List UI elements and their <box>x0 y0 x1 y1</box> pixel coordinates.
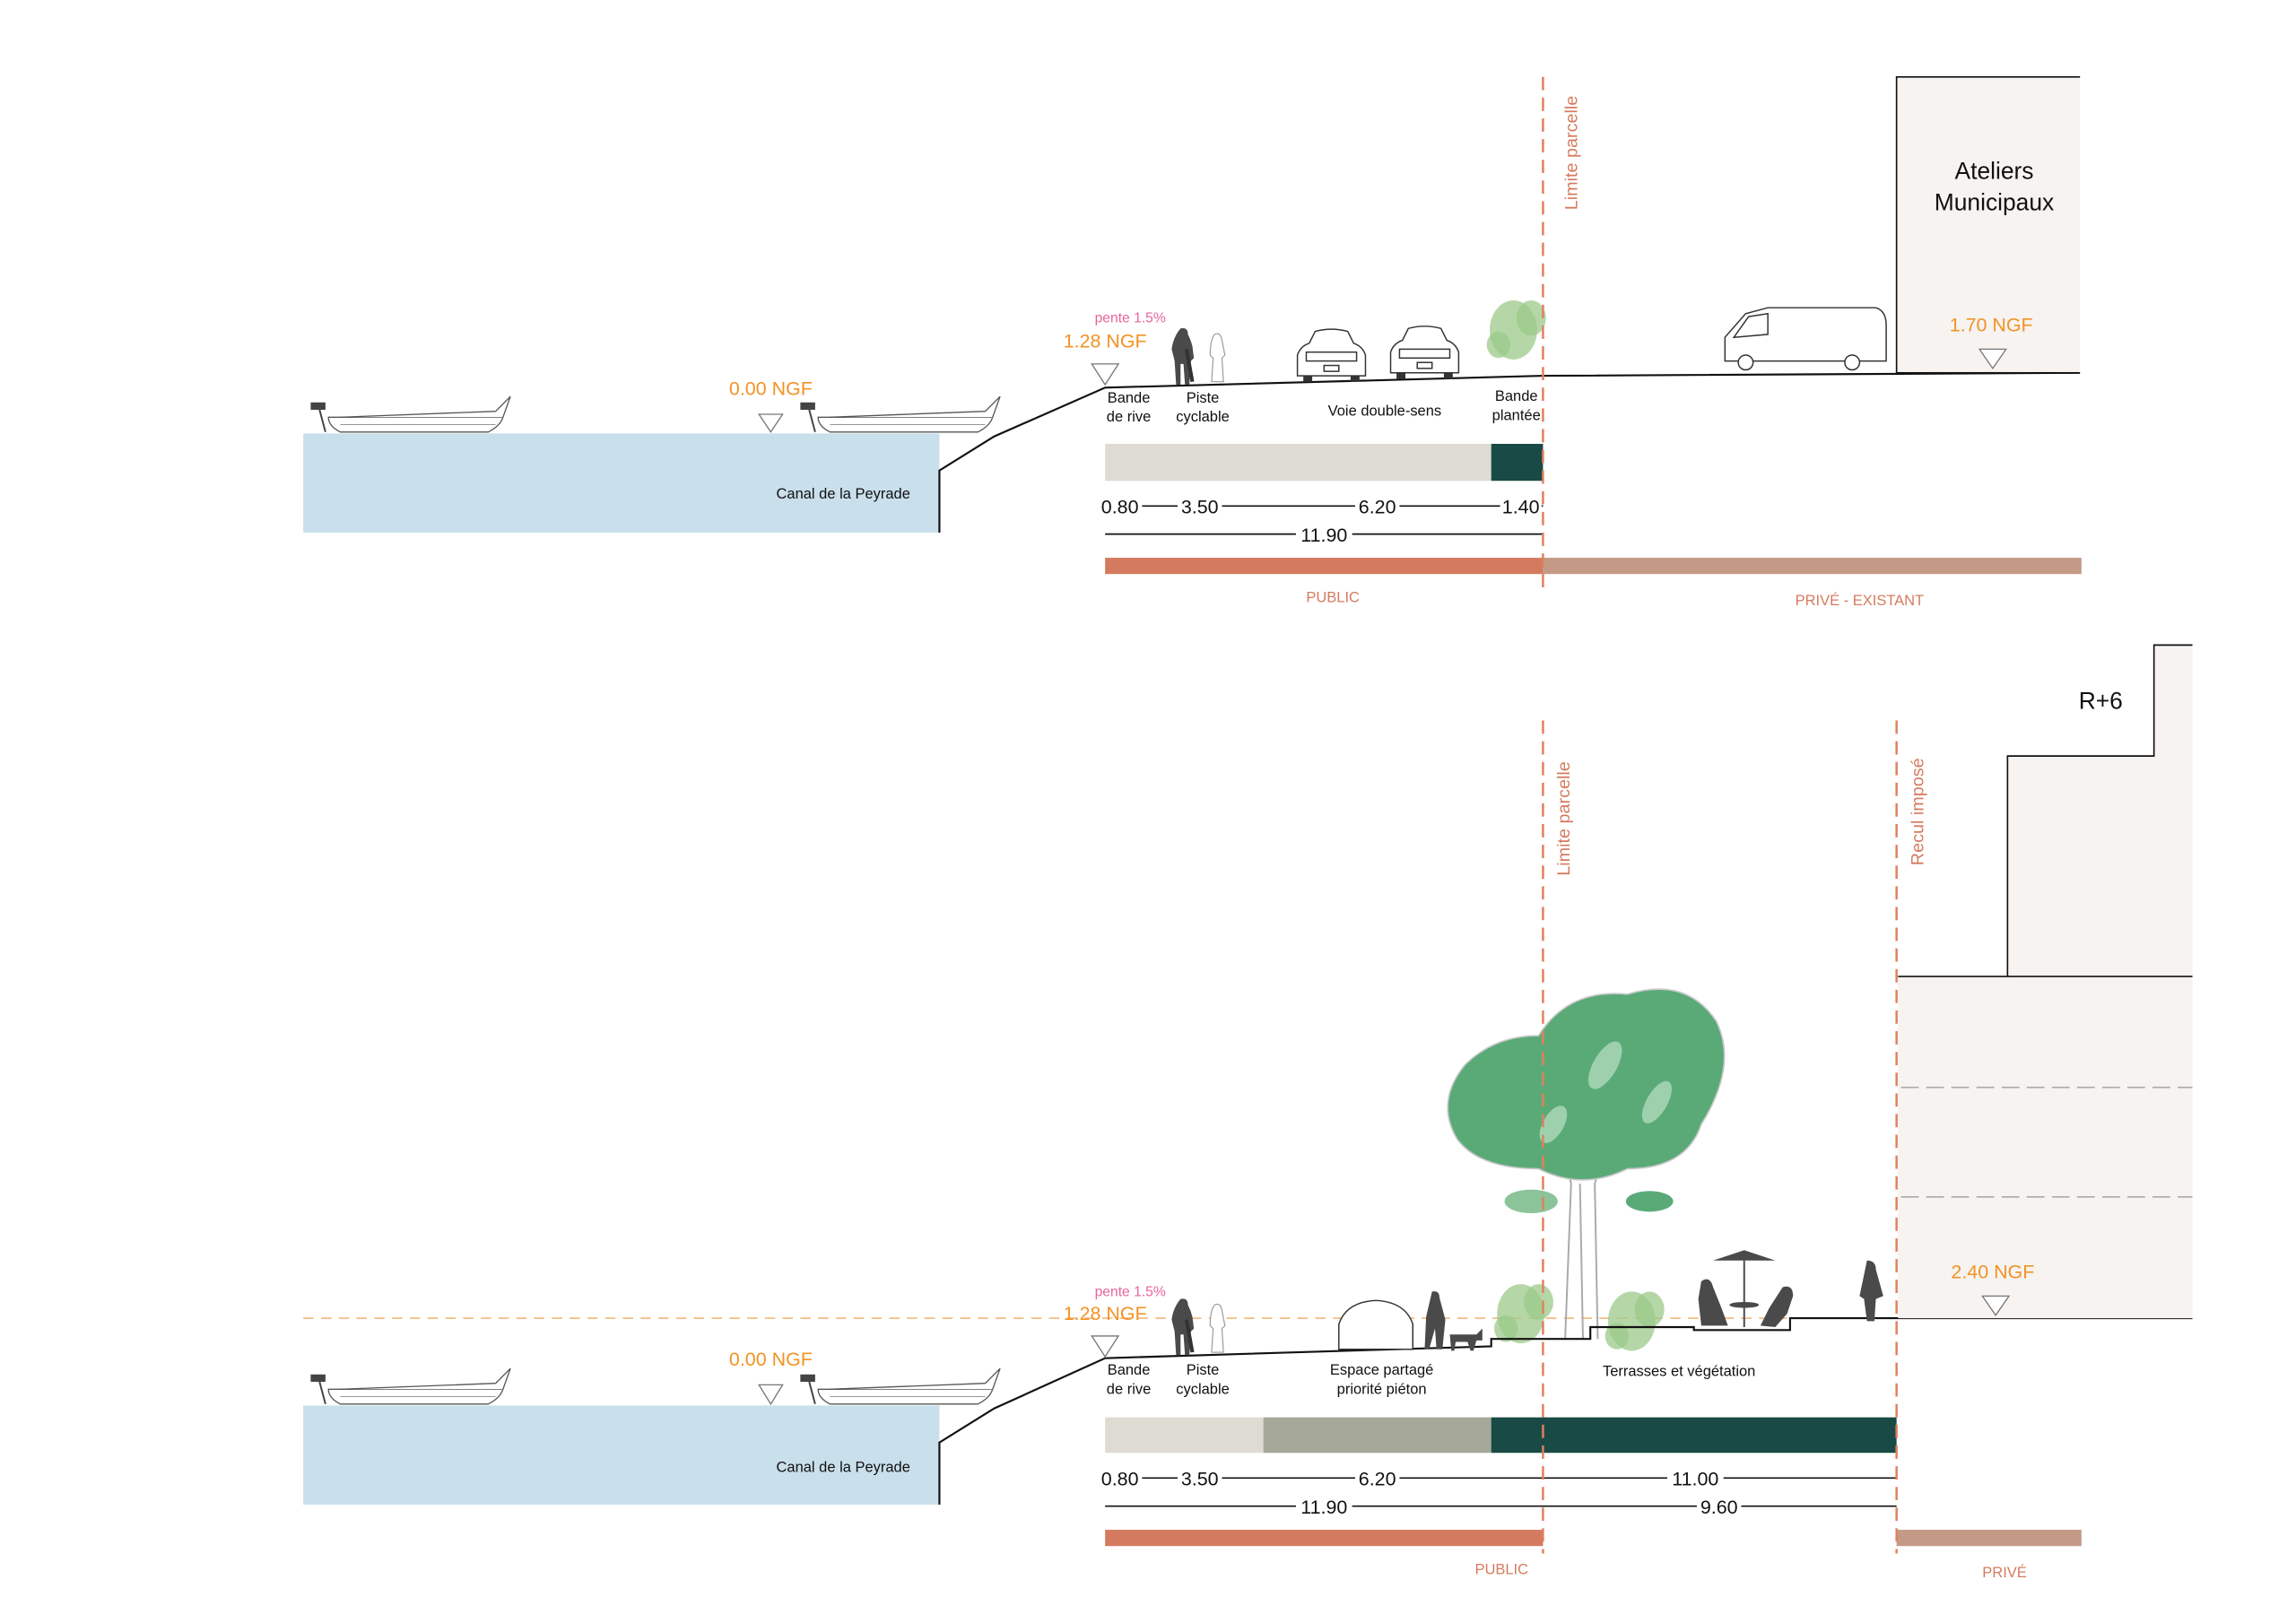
car-icon <box>1338 1299 1413 1350</box>
zone-bar-shared <box>1263 1417 1492 1454</box>
dim-bande-rive: 0.80 <box>1101 1469 1139 1490</box>
parcel-limit-label: Limite parcelle <box>1554 761 1574 876</box>
vegetation-icon <box>1486 299 1546 360</box>
vegetation-icon <box>1493 1284 1553 1344</box>
building-level: 1.70 NGF <box>1950 315 2033 336</box>
zone-bar-paving <box>1105 443 1492 482</box>
water-level: 0.00 NGF <box>729 1349 813 1370</box>
zone-label-voie: Voie double-sens <box>1328 404 1441 420</box>
dim-piste: 3.50 <box>1181 1469 1219 1490</box>
ownership-bar-private <box>1543 558 2082 575</box>
level-marker-icon <box>1981 1295 2011 1316</box>
zone-bar-planted <box>1491 443 1544 482</box>
canal-label: Canal de la Peyrade <box>777 486 910 502</box>
zone-bar-paving <box>1105 1417 1264 1454</box>
ground-profile <box>938 1317 2193 1506</box>
canal-label: Canal de la Peyrade <box>777 1460 910 1476</box>
setback-label: Recul imposé <box>1908 758 1927 865</box>
ground-profile <box>938 371 2082 533</box>
ownership-bar-public <box>1105 558 1544 575</box>
ownership-public-label: PUBLIC <box>1474 1562 1528 1578</box>
dim-plantee: 1.40 <box>1502 497 1540 518</box>
level-marker-icon <box>1091 1335 1120 1358</box>
ownership-private-label: PRIVÉ <box>1982 1564 2026 1581</box>
car-icon <box>1296 328 1367 383</box>
ownership-public-label: PUBLIC <box>1306 590 1360 606</box>
vegetation-icon <box>1605 1291 1665 1351</box>
building-proposed <box>1898 644 2193 1319</box>
car-icon <box>1389 325 1460 380</box>
cyclist-icon <box>1171 1298 1224 1355</box>
ownership-bar-public <box>1105 1530 1544 1547</box>
pedestrian-icon <box>1859 1260 1883 1322</box>
boat-icon <box>309 1367 512 1405</box>
proposed-section: Canal de la Peyrade 0.00 NGF pente 1.5% … <box>303 644 2193 1581</box>
boat-icon <box>799 1367 1002 1405</box>
existing-section: Canal de la Peyrade 0.00 NGF pente 1.5% … <box>303 75 2085 609</box>
bank-level: 1.28 NGF <box>1064 1303 1147 1324</box>
slope-label: pente 1.5% <box>1095 311 1166 326</box>
dim-total-public: 11.90 <box>1300 1497 1347 1518</box>
dim-bande-rive: 0.80 <box>1101 497 1139 518</box>
dim-voie: 6.20 <box>1359 497 1396 518</box>
zone-label-terrasses: Terrasses et végétation <box>1603 1363 1755 1379</box>
van-icon <box>1724 307 1887 371</box>
dim-piste: 3.50 <box>1181 497 1219 518</box>
level-marker-icon <box>1091 363 1120 386</box>
building-level: 2.40 NGF <box>1951 1262 2034 1283</box>
parcel-limit-label: Limite parcelle <box>1561 96 1581 211</box>
slope-label: pente 1.5% <box>1095 1284 1166 1299</box>
water-level: 0.00 NGF <box>729 378 813 400</box>
tree-icon <box>1447 988 1726 1340</box>
dim-terrasses: 11.00 <box>1672 1469 1718 1490</box>
zone-bar-planted <box>1491 1417 1897 1454</box>
level-marker-icon <box>1978 348 2007 369</box>
pedestrian-with-dog-icon <box>1424 1291 1483 1351</box>
level-marker-icon <box>757 413 784 433</box>
canal-water <box>303 433 940 533</box>
bank-level: 1.28 NGF <box>1064 331 1147 352</box>
building-existing <box>1895 75 2083 374</box>
ownership-private-label: PRIVÉ - EXISTANT <box>1796 592 1924 609</box>
level-marker-icon <box>758 1384 784 1406</box>
dim-total: 11.90 <box>1300 525 1347 546</box>
dim-total-private: 9.60 <box>1700 1497 1738 1518</box>
dim-espace: 6.20 <box>1359 1469 1396 1490</box>
boat-icon <box>309 395 512 433</box>
ownership-bar-private <box>1896 1530 2082 1547</box>
canal-water <box>303 1405 940 1506</box>
building-height-label: R+6 <box>2079 687 2123 714</box>
terrace-seating-icon <box>1698 1250 1794 1328</box>
boat-icon <box>799 395 1002 433</box>
cyclist-icon <box>1171 328 1224 385</box>
